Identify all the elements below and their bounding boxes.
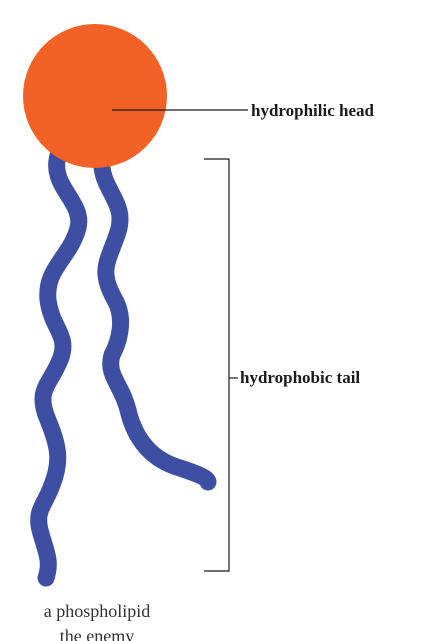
caption-line-1: a phospholipid: [44, 601, 151, 621]
tail-bracket: [204, 159, 229, 571]
fatty-acid-tail-right: [102, 155, 208, 482]
tail-label: hydrophobic tail: [240, 368, 360, 387]
head-label: hydrophilic head: [251, 101, 375, 120]
caption-line-2: the enemy: [60, 626, 134, 641]
hydrophilic-head-circle: [23, 24, 167, 168]
fatty-acid-tail-left: [39, 150, 79, 578]
